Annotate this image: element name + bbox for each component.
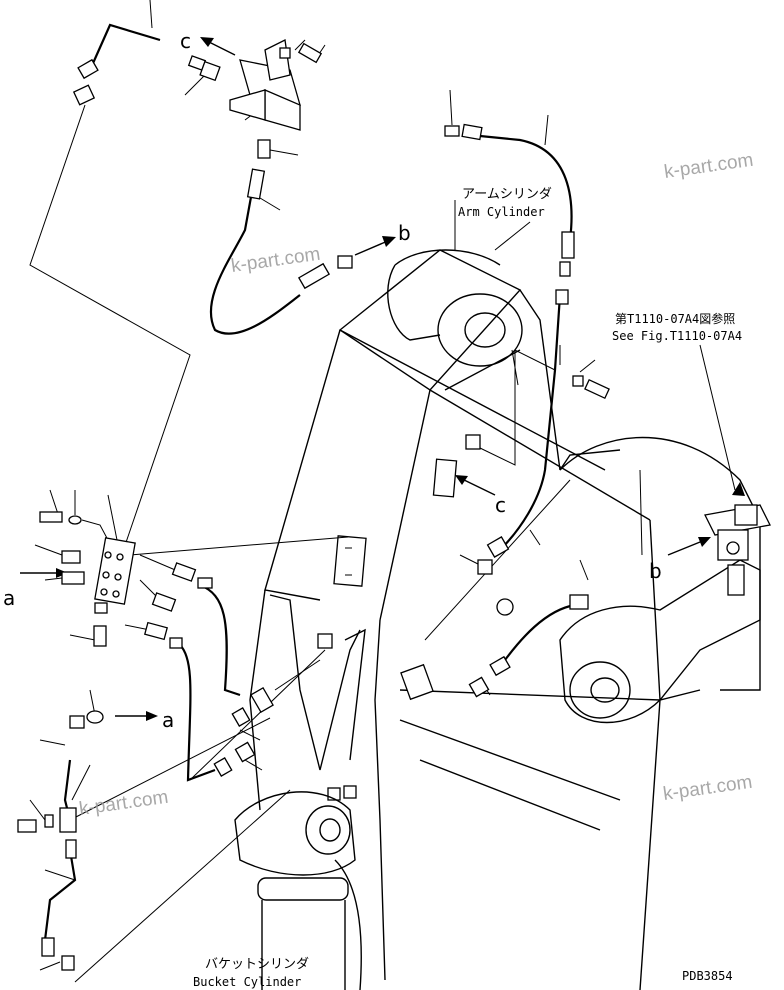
drawing-code: PDB3854 bbox=[682, 969, 733, 983]
arrows bbox=[20, 37, 745, 721]
right-bracket bbox=[704, 504, 771, 596]
fittings bbox=[17, 39, 771, 971]
leader-lines bbox=[29, 0, 736, 983]
bucket-cylinder-label-jp: バケットシリンダ bbox=[205, 957, 309, 972]
see-fig-label-jp: 第T1110-07A4図参照 bbox=[615, 311, 735, 326]
arm-structure bbox=[234, 249, 761, 990]
callout-c-top: c bbox=[180, 29, 191, 53]
hose-lines bbox=[43, 23, 576, 941]
watermark-3: k-part.com bbox=[78, 787, 170, 820]
callout-c-mid: c bbox=[495, 493, 506, 517]
arm-cylinder-label-en: Arm Cylinder bbox=[458, 205, 545, 219]
watermark-2: k-part.com bbox=[663, 150, 755, 183]
callout-a-mid: a bbox=[162, 708, 174, 732]
callout-b-top: b bbox=[398, 221, 411, 245]
callouts: c b c a a b bbox=[3, 29, 662, 732]
watermark-4: k-part.com bbox=[662, 772, 754, 805]
text-labels: アームシリンダ Arm Cylinder 第T1110-07A4図参照 See … bbox=[193, 187, 742, 989]
see-fig-label-en: See Fig.T1110-07A4 bbox=[612, 329, 742, 343]
arm-cylinder-label-jp: アームシリンダ bbox=[462, 187, 552, 202]
callout-a-left: a bbox=[3, 586, 15, 610]
callout-b-right: b bbox=[649, 559, 662, 583]
left-manifold bbox=[94, 537, 136, 605]
bucket-cylinder-label-en: Bucket Cylinder bbox=[193, 975, 301, 989]
watermarks: k-part.com k-part.com k-part.com k-part.… bbox=[78, 150, 755, 820]
